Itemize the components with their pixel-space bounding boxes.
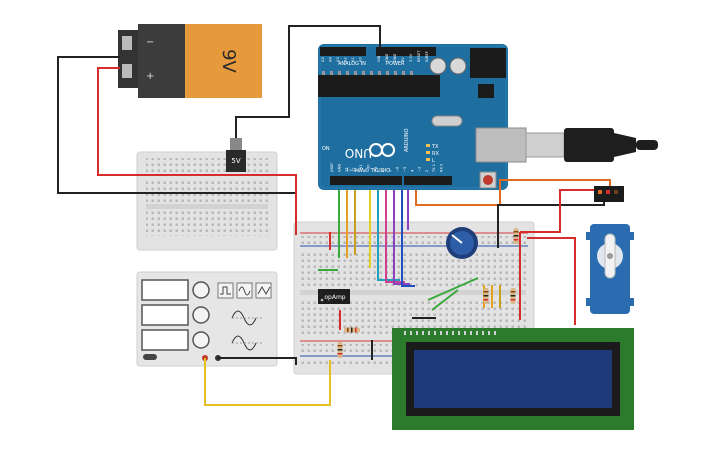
fg-power-switch[interactable] [143,354,157,360]
fg-knob-2[interactable] [192,306,210,324]
power-pin-label: GND [393,54,397,62]
digital-pin-label: 2 [425,170,429,172]
power-label: POWER [386,61,405,67]
digital-pin-label: 12 [352,167,356,172]
analog-pin-label: A5 [321,57,325,62]
digital-pin-label: ~10 [367,164,371,172]
wires [57,25,619,406]
analog-pin-label: A1 [351,57,355,62]
voltage-regulator: 5V [226,138,246,172]
digital-pin-label: ~5 [403,167,407,172]
fg-knob-1[interactable] [192,281,210,299]
digital-pin-label: ~9 [374,166,378,172]
l-led-label: L [432,158,435,164]
power-jack [470,48,506,78]
digital-pin-label: GND [337,164,341,172]
sine-wave-button[interactable] [236,282,253,299]
digital-pin-label: TX 1 [432,164,436,173]
opamp-chip: opAmp [318,289,350,304]
arduino-infinity-icon [369,143,395,157]
function-generator [136,271,278,367]
lcd-display [392,328,634,430]
power-pin-label: 5V [401,57,405,62]
rx-label: RX [432,151,439,157]
power-pin-label: RESET [417,50,421,62]
servo-motor [586,186,634,314]
battery-9v: − + 9V [118,24,262,98]
mini-breadboard [136,151,278,251]
digital-pin-label: 7 [388,170,392,172]
power-pin-label: IOREF [425,51,429,62]
power-pin-label: GND [385,54,389,62]
battery-voltage-label: 9V [218,49,239,73]
on-label: ON [322,146,330,152]
digital-pin-label: RX 0 [440,163,444,172]
lcd-screen [414,350,612,408]
digital-pin-label: ~3 [418,167,422,172]
digital-label: DIGITAL (PWM ~) [347,166,390,172]
digital-pin-label: 8 [381,169,385,172]
tx-label: TX [431,144,439,150]
square-wave-button[interactable] [217,282,234,299]
potentiometer[interactable] [446,227,478,259]
analog-pin-label: A2 [344,57,348,62]
fg-knob-3[interactable] [192,331,210,349]
usb-port [475,127,527,163]
reset-button[interactable] [483,175,493,185]
regulator-label: 5V [231,157,240,165]
power-pin-label: 3.3V [409,53,413,62]
triangle-wave-button[interactable] [255,282,272,299]
arduino-brand: ARDUINO [404,128,410,152]
battery-plus-label: + [146,71,154,82]
power-pin-label: VIN [377,55,381,62]
fg-display-2 [141,304,189,326]
atmega-chip [318,75,440,97]
digital-pin-label: ~6 [396,166,400,172]
battery-minus-label: − [146,37,154,48]
fg-display-3 [141,329,189,351]
digital-pin-label: 13 [345,167,349,172]
fg-display-1 [141,279,189,301]
digital-pin-label: AREF [330,163,334,172]
analog-pin-label: A3 [336,57,340,62]
analog-pin-label: A4 [329,57,333,62]
digital-pin-label: ~11 [359,164,363,172]
opamp-label: opAmp [324,294,345,301]
analog-in-label: ANALOG IN [338,61,366,67]
digital-pin-label: 4 [410,169,414,172]
resistors [337,228,519,358]
usb-cable [525,128,658,162]
uno-logo-text: UNO [345,146,372,160]
analog-pin-label: A0 [359,57,363,62]
arduino-uno: ANALOG IN POWER UNO ARDUINO DIGITAL (PWM… [318,44,527,190]
